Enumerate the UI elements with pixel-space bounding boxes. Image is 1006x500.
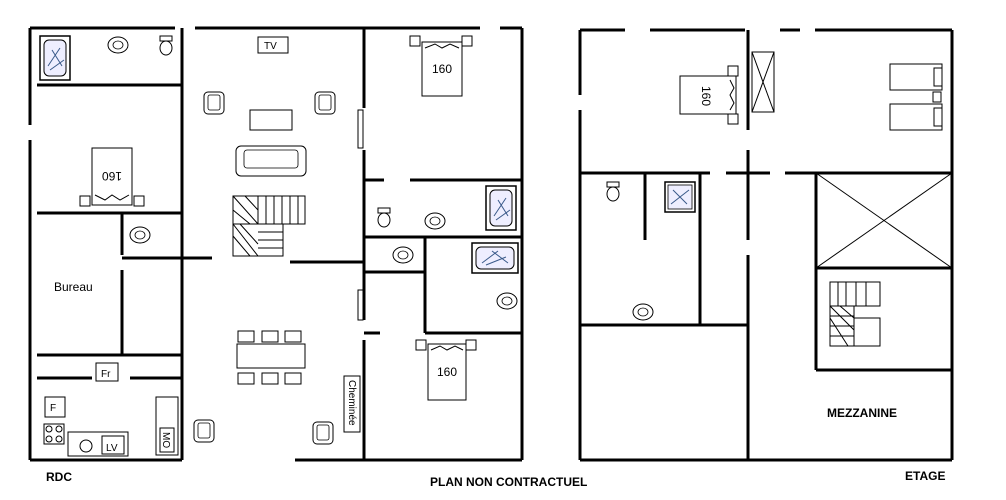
shaft-box (751, 51, 775, 113)
bed-top-right (409, 35, 473, 97)
bed-size-label: 160 (437, 365, 457, 379)
ground-floor-title: RDC (46, 470, 72, 484)
armchair-icon (312, 421, 334, 445)
staircase-icon (232, 195, 306, 257)
fridge-box (95, 362, 119, 382)
wc-sink-icon (129, 226, 151, 244)
sink-icon (424, 212, 446, 230)
tv-box (257, 36, 289, 54)
toilet-icon (377, 207, 391, 228)
bed-size-label: 160 (432, 62, 452, 76)
single-beds (889, 63, 943, 131)
sink-icon (107, 36, 129, 54)
tv-label: TV (264, 41, 277, 52)
dining-table-icon (236, 330, 306, 385)
sink-icon (392, 246, 414, 264)
washer-label: LV (106, 443, 118, 454)
bathtub-icon (471, 242, 519, 274)
sink-icon (496, 292, 518, 310)
microwave-label: MO (160, 432, 171, 448)
coffee-table (249, 109, 293, 131)
upper-floor-walls (578, 28, 954, 462)
toilet-icon (159, 35, 173, 56)
stove-icon (43, 423, 65, 445)
freezer-box (44, 396, 66, 418)
void-opening (815, 172, 953, 269)
ground-floor-doors (357, 109, 364, 321)
counter (67, 431, 129, 457)
armchair-icon (203, 91, 225, 115)
fridge-label: Fr (101, 369, 111, 380)
bed-size-label: 160 (699, 86, 713, 106)
armchair-icon (193, 419, 215, 443)
fireplace-label: Cheminée (346, 380, 357, 426)
freezer-label: F (50, 403, 56, 414)
bathtub-icon (39, 35, 71, 81)
mezzanine-label: MEZZANINE (827, 406, 897, 420)
armchair-icon (314, 91, 336, 115)
sofa-icon (235, 145, 307, 177)
bed-size-label: 160 (102, 169, 122, 183)
fireplace-box (343, 375, 361, 433)
microwave-box (155, 396, 179, 456)
bed-bottom-right (415, 339, 477, 401)
sink-icon (632, 303, 654, 321)
bathtub-icon (485, 185, 517, 231)
ground-floor-walls (28, 26, 524, 462)
upper-floor-title: ETAGE (905, 469, 946, 483)
office-label: Bureau (54, 280, 93, 294)
plan-notice: PLAN NON CONTRACTUEL (430, 475, 588, 489)
bed-left-ground (79, 147, 145, 207)
bed-upper (679, 65, 739, 125)
shower-icon (664, 181, 696, 213)
staircase-icon (829, 281, 881, 347)
toilet-icon (606, 181, 620, 202)
